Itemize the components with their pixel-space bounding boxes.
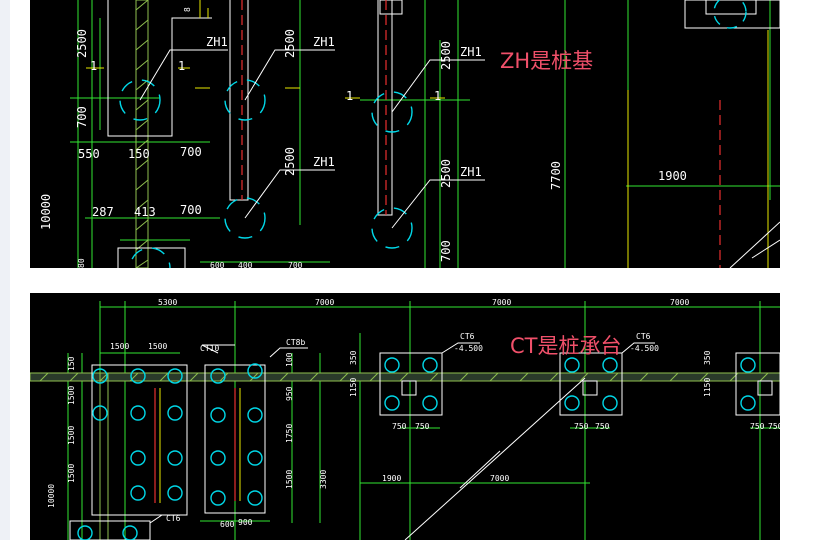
dimension-text: 100	[285, 352, 294, 367]
pile-label: ZH1	[460, 45, 482, 59]
section-mark: 1	[90, 59, 97, 73]
dimension-text: 1500	[285, 470, 294, 489]
dimension-text: 2500	[283, 29, 297, 58]
dimension-text: 2500	[439, 159, 453, 188]
pile-circles	[77, 357, 756, 540]
cap-label: CT10	[200, 344, 219, 353]
dimension-text: 10000	[47, 484, 56, 508]
dimension-text: 10000	[39, 194, 53, 230]
dimension-text: 750	[392, 422, 407, 431]
dimension-text: 700	[180, 203, 202, 217]
cap-elevation: -4.500	[630, 344, 659, 353]
dimension-text: 1500	[148, 342, 167, 351]
dimension-text: 750	[750, 422, 765, 431]
cap-label: CT6	[166, 514, 181, 523]
dimension-text: 1150	[349, 378, 358, 397]
dimension-text: 900	[238, 518, 253, 527]
dimension-text: 550	[78, 147, 100, 161]
dimension-text: 350	[349, 350, 358, 365]
pile-label: ZH1	[313, 35, 335, 49]
dimension-text: 7000	[492, 298, 511, 307]
dimension-text: 1900	[382, 474, 401, 483]
dimension-text: 600	[220, 520, 235, 529]
dimension-text: 950	[285, 386, 294, 401]
cap-label: CT6	[460, 332, 475, 341]
dimension-text: 3300	[319, 470, 328, 489]
dimension-text: 5300	[158, 298, 177, 307]
dimension-text: 700	[288, 261, 303, 268]
dimension-text: 8	[183, 7, 192, 12]
section-mark: 1	[434, 89, 441, 103]
dimension-text: 600	[210, 261, 225, 268]
pile-plan-drawing: ZH1 ZH1 ZH1 ZH1 ZH1 1 1 1 1 550 150 700 …	[30, 0, 780, 268]
cap-elevation: -4.500	[454, 344, 483, 353]
dimension-text: 80	[77, 258, 86, 268]
ct-annotation: CT是桩承台	[510, 334, 622, 358]
dimension-text: 1150	[703, 378, 712, 397]
dimension-text: 350	[703, 350, 712, 365]
dimension-text: 700	[439, 240, 453, 262]
section-mark: 1	[178, 59, 185, 73]
dimension-text: 1500	[67, 426, 76, 445]
pile-cap-plan-drawing: 5300 7000 7000 7000 CT10 CT8b CT6 CT6 CT…	[30, 293, 780, 540]
dimension-text: 1500	[67, 386, 76, 405]
dimension-text: 7000	[490, 474, 509, 483]
pile-label: ZH1	[460, 165, 482, 179]
dimension-text: 1500	[67, 464, 76, 483]
dimension-text: 1900	[658, 169, 687, 183]
dimension-text: 750	[574, 422, 589, 431]
pile-plan-svg: ZH1 ZH1 ZH1 ZH1 ZH1 1 1 1 1 550 150 700 …	[39, 0, 780, 268]
pile-cap-plan-svg: 5300 7000 7000 7000 CT10 CT8b CT6 CT6 CT…	[30, 298, 780, 540]
dimension-text: 1500	[110, 342, 129, 351]
dimension-text: 413	[134, 205, 156, 219]
cap-label: CT6	[636, 332, 651, 341]
dimension-text: 7700	[549, 161, 563, 190]
dimension-text: 2500	[75, 29, 89, 58]
pile-label: ZH1	[313, 155, 335, 169]
dimension-text: 700	[75, 106, 89, 128]
zh-annotation: ZH是桩基	[500, 49, 593, 73]
dimension-text: 150	[128, 147, 150, 161]
dimension-text: 750	[595, 422, 610, 431]
dimension-text: 7000	[670, 298, 689, 307]
left-gutter	[0, 0, 10, 540]
dimension-text: 1750	[285, 424, 294, 443]
dimension-text: 400	[238, 261, 253, 268]
dimension-text: 150	[67, 356, 76, 371]
cap-label: CT8b	[286, 338, 305, 347]
dimension-text: 287	[92, 205, 114, 219]
dimension-text: 700	[180, 145, 202, 159]
dimension-text: 2500	[283, 147, 297, 176]
dimension-text: 7000	[315, 298, 334, 307]
dimension-text: 2500	[439, 41, 453, 70]
dimension-text: 750	[768, 422, 780, 431]
pile-label: ZH1	[206, 35, 228, 49]
dimension-text: 750	[415, 422, 430, 431]
section-mark: 1	[346, 89, 353, 103]
